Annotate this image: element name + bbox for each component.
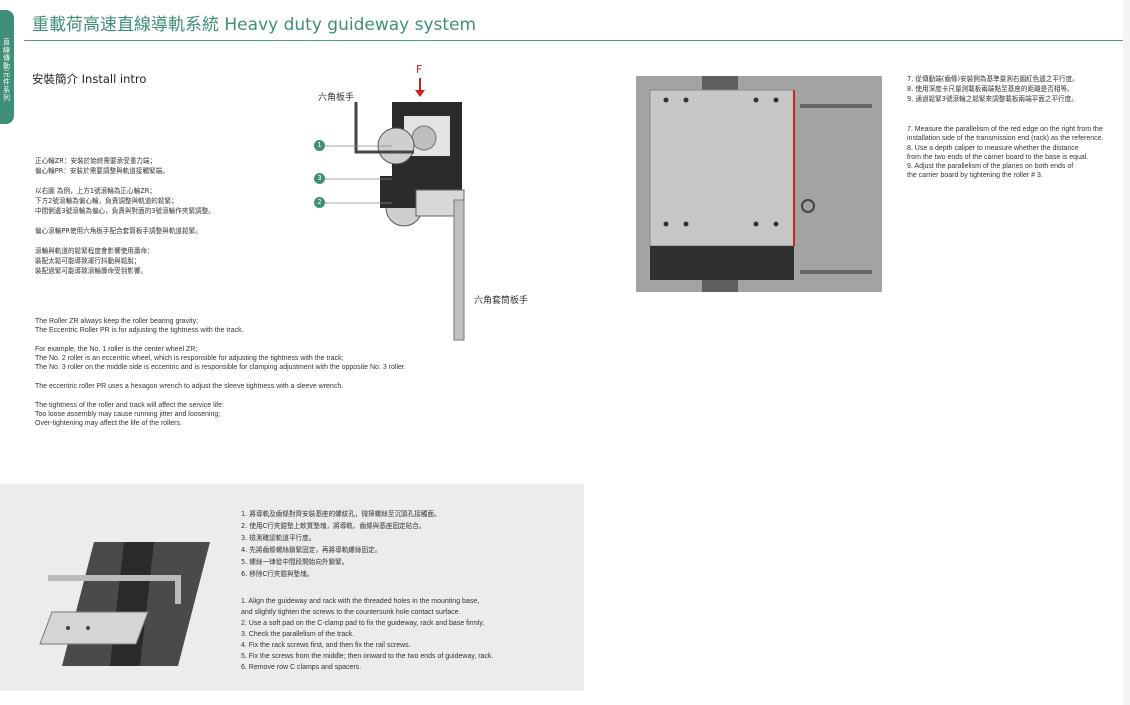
text-line: 3. Check the parallelism of the track. — [241, 631, 355, 638]
text-line: 偏心滾輪PR使用六角板手配合套筒板手調整與軌道鬆緊。 — [35, 227, 202, 235]
scrollbar[interactable] — [1123, 0, 1130, 705]
right-notes-zh: 7. 從傳動端(齒條)安裝側為基準量測右圖紅色邊之平行度。 8. 使用深度卡尺量… — [907, 74, 1079, 104]
steps-en: 1. Align the guideway and rack with the … — [241, 596, 493, 673]
callout-1: 1 — [314, 140, 325, 151]
text-line: The No. 3 roller on the middle side is e… — [35, 364, 406, 372]
socket-wrench-label: 六角套筒板手 — [474, 296, 529, 306]
text-line: 5. 螺絲一律從中間段開始向外鎖緊。 — [241, 558, 349, 566]
text-line: 7. Measure the parallelism of the red ed… — [907, 126, 1103, 133]
text-line: 正心輪ZR：安裝於始終需要承受重力端； — [35, 157, 157, 165]
text-line: The Eccentric Roller PR is for adjusting… — [35, 327, 244, 335]
text-line — [35, 216, 215, 226]
steps-zh: 1. 將導軌及齒條對齊安裝基座的螺紋孔，微擰螺絲至沉頭孔接觸面。 2. 使用C行… — [241, 508, 441, 580]
text-line: from the two ends of the carrier board t… — [907, 153, 1089, 161]
text-line: 裝配太鬆可能導致運行抖動與鬆脫； — [35, 257, 141, 265]
text-line: 下方2號滾輪為偏心輪，負責調整與軌道的鬆緊； — [35, 197, 178, 205]
text-line: 8. Use a depth caliper to measure whethe… — [907, 144, 1079, 152]
carrier-board-illustration — [636, 76, 882, 292]
text-line: 6. Remove row C clamps and spacers. — [241, 664, 362, 671]
text-line: 以右圖 為例，上方1號滾輪為正心輪ZR； — [35, 187, 156, 195]
text-line: The No. 2 roller is an eccentric wheel, … — [35, 355, 344, 363]
callout-2: 2 — [314, 197, 325, 208]
text-line: 5. Fix the screws from the middle; then … — [241, 653, 494, 660]
page-title: 重載荷高速直線導軌系統 Heavy duty guideway system — [32, 15, 477, 35]
text-line: 9. Adjust the parallelism of the planes … — [907, 163, 1074, 171]
section-title: 安裝簡介 Install intro — [32, 72, 147, 86]
roller-diagram: F 1 3 2 六角板手 六角套筒板手 — [296, 58, 546, 348]
text-line: 6. 移除C行夾鉗與墊塊。 — [241, 570, 314, 578]
text-line: Over-tightening may affect the life of t… — [35, 420, 182, 428]
text-line: installation side of the transmission en… — [907, 135, 1104, 143]
text-line: 1. Align the guideway and rack with the … — [241, 598, 480, 605]
text-line — [35, 176, 215, 186]
text-line: 4. Fix the rack screws first, and then f… — [241, 642, 411, 649]
roller-assembly-illustration — [324, 78, 465, 341]
text-line: 8. 使用深度卡尺量測載板兩端點至基座的距離是否相等。 — [907, 85, 1074, 93]
text-line — [35, 373, 406, 382]
side-tab-label: 直線傳動元件系列 — [3, 38, 10, 102]
text-line: For example, the No. 1 roller is the cen… — [35, 345, 198, 353]
text-line: The Roller ZR always keep the roller bea… — [35, 318, 199, 325]
text-line — [35, 236, 215, 246]
text-line: The eccentric roller PR uses a hexagon w… — [35, 383, 344, 391]
text-line: 偏心輪PR：安裝於需要調整與軌道接觸緊端。 — [35, 167, 169, 175]
text-line: the carrier board by tightening the roll… — [907, 172, 1043, 180]
text-line: 7. 從傳動端(齒條)安裝側為基準量測右圖紅色邊之平行度。 — [907, 75, 1079, 83]
hex-wrench-label: 六角板手 — [318, 93, 355, 103]
force-label: F — [416, 63, 423, 76]
intro-zh: 正心輪ZR：安裝於始終需要承受重力端； 偏心輪PR：安裝於需要調整與軌道接觸緊端… — [35, 156, 215, 276]
text-line: 9. 通過鬆緊3號滾輪之鬆緊來調整載板兩端平面之平行度。 — [907, 95, 1078, 103]
text-line: 1. 將導軌及齒條對齊安裝基座的螺紋孔，微擰螺絲至沉頭孔接觸面。 — [241, 510, 441, 518]
text-line: 2. 使用C行夾鉗墊上軟質墊塊，將導軌、齒條與基座固定貼合。 — [241, 522, 426, 530]
c-clamp-illustration — [39, 542, 210, 666]
text-line: Too loose assembly may cause running jit… — [35, 410, 221, 418]
callout-3: 3 — [314, 173, 325, 184]
right-notes-en: 7. Measure the parallelism of the red ed… — [907, 125, 1121, 181]
text-line — [35, 391, 406, 400]
text-line: and slightly tighten the screws to the c… — [241, 609, 461, 616]
text-line: 4. 先將齒條螺絲鎖緊固定，再將導軌螺絲固定。 — [241, 546, 382, 554]
carrier-board-photo — [636, 76, 882, 292]
text-line: The tightness of the roller and track wi… — [35, 401, 224, 409]
text-line: 裝配過緊可能導致滾輪壽命受到影響。 — [35, 267, 148, 275]
text-line: 3. 檢測確認軌道平行度。 — [241, 534, 316, 542]
title-divider — [24, 40, 1124, 41]
text-line: 中間側邊3號滾輪為偏心，負責與對面的3號滾輪作夾緊調整。 — [35, 207, 215, 215]
side-tab[interactable]: 直線傳動元件系列 — [0, 10, 14, 124]
text-line: 2. Use a soft pad on the C-clamp pad to … — [241, 620, 485, 627]
text-line: 滾輪與軌道的鬆緊程度會影響使用壽命： — [35, 247, 154, 255]
installation-steps-panel: 1. 將導軌及齒條對齊安裝基座的螺紋孔，微擰螺絲至沉頭孔接觸面。 2. 使用C行… — [0, 484, 584, 691]
text-line — [35, 336, 406, 345]
intro-en: The Roller ZR always keep the roller bea… — [35, 317, 406, 429]
